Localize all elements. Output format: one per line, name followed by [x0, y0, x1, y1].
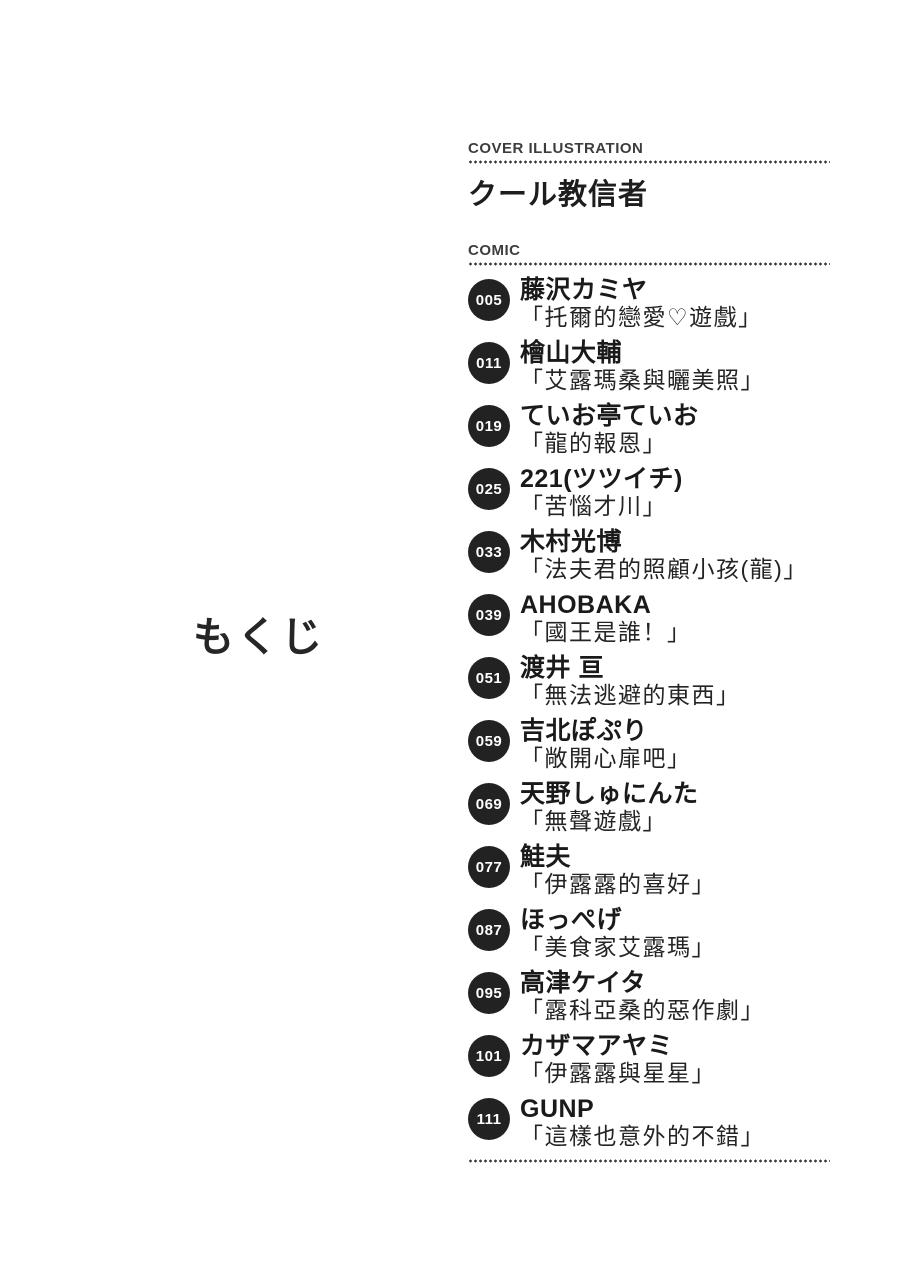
entry-text: ていお亭ていお 「龍的報恩」	[520, 402, 699, 457]
entry-author: 天野しゅにんた	[520, 780, 699, 808]
entry-author: ていお亭ていお	[520, 402, 699, 430]
entry-author: カザマアヤミ	[520, 1032, 674, 1060]
entry-text: ほっぺげ 「美食家艾露瑪」	[520, 906, 716, 961]
toc-entry: 095 高津ケイタ 「露科亞桑的惡作劇」	[468, 970, 830, 1023]
cover-artist-name: クール教信者	[468, 179, 649, 211]
entry-title: 「這樣也意外的不錯」	[520, 1123, 765, 1149]
toc-content: COVER ILLUSTRATION クール教信者 COMIC 005 藤沢カミ…	[468, 140, 830, 1163]
toc-entry: 069 天野しゅにんた 「無聲遊戲」	[468, 781, 830, 834]
entry-author: 檜山大輔	[520, 339, 623, 367]
entry-author: 藤沢カミヤ	[520, 276, 648, 304]
dotted-divider	[468, 262, 830, 266]
entry-title: 「露科亞桑的惡作劇」	[520, 997, 765, 1023]
entry-title: 「伊露露與星星」	[520, 1060, 716, 1086]
entry-text: 檜山大輔 「艾露瑪桑與曬美照」	[520, 339, 765, 394]
entry-author: AHOBAKA	[520, 591, 652, 619]
toc-entry: 005 藤沢カミヤ 「托爾的戀愛♡遊戲」	[468, 277, 830, 330]
entry-text: 天野しゅにんた 「無聲遊戲」	[520, 780, 699, 835]
entry-author: 木村光博	[520, 528, 623, 556]
entry-title: 「無聲遊戲」	[520, 808, 667, 834]
page-number-badge: 019	[468, 405, 510, 447]
entry-text: 木村光博 「法夫君的照顧小孩(龍)」	[520, 528, 808, 583]
entry-text: 高津ケイタ 「露科亞桑的惡作劇」	[520, 969, 765, 1024]
entry-title: 「苦惱才川」	[520, 493, 667, 519]
comic-entry-list: 005 藤沢カミヤ 「托爾的戀愛♡遊戲」 011 檜山大輔 「艾露瑪桑與曬美照」…	[468, 277, 830, 1149]
page-number-badge: 051	[468, 657, 510, 699]
entry-title: 「美食家艾露瑪」	[520, 934, 716, 960]
page-number-badge: 011	[468, 342, 510, 384]
toc-entry: 101 カザマアヤミ 「伊露露與星星」	[468, 1033, 830, 1086]
dotted-divider	[468, 160, 830, 164]
page-number-badge: 025	[468, 468, 510, 510]
toc-entry: 019 ていお亭ていお 「龍的報恩」	[468, 403, 830, 456]
entry-title: 「伊露露的喜好」	[520, 871, 716, 897]
page-number-badge: 039	[468, 594, 510, 636]
entry-text: 吉北ぽぷり 「敞開心扉吧」	[520, 717, 692, 772]
entry-title: 「國王是誰！」	[520, 619, 692, 645]
entry-text: 渡井 亘 「無法逃避的東西」	[520, 654, 741, 709]
toc-entry: 077 鮭夫 「伊露露的喜好」	[468, 844, 830, 897]
toc-entry: 025 221(ツツイチ) 「苦惱才川」	[468, 466, 830, 519]
entry-text: GUNP 「這樣也意外的不錯」	[520, 1095, 765, 1150]
page-number-badge: 005	[468, 279, 510, 321]
page-number-badge: 077	[468, 846, 510, 888]
page-number-badge: 069	[468, 783, 510, 825]
dotted-divider	[468, 1159, 830, 1163]
toc-entry: 051 渡井 亘 「無法逃避的東西」	[468, 655, 830, 708]
toc-entry: 039 AHOBAKA 「國王是誰！」	[468, 592, 830, 645]
entry-text: 鮭夫 「伊露露的喜好」	[520, 843, 716, 898]
comic-section-label: COMIC	[468, 242, 521, 259]
toc-entry: 033 木村光博 「法夫君的照顧小孩(龍)」	[468, 529, 830, 582]
toc-entry: 087 ほっぺげ 「美食家艾露瑪」	[468, 907, 830, 960]
entry-author: 高津ケイタ	[520, 969, 647, 997]
entry-title: 「法夫君的照顧小孩(龍)」	[520, 556, 808, 582]
page-title: もくじ	[193, 614, 325, 660]
entry-author: ほっぺげ	[520, 906, 623, 934]
entry-author: 鮭夫	[520, 843, 572, 871]
entry-text: カザマアヤミ 「伊露露與星星」	[520, 1032, 716, 1087]
page-number-badge: 101	[468, 1035, 510, 1077]
entry-text: 藤沢カミヤ 「托爾的戀愛♡遊戲」	[520, 276, 763, 331]
toc-entry: 011 檜山大輔 「艾露瑪桑與曬美照」	[468, 340, 830, 393]
page-number-badge: 033	[468, 531, 510, 573]
page-number-badge: 111	[468, 1098, 510, 1140]
page-number-badge: 059	[468, 720, 510, 762]
entry-title: 「敞開心扉吧」	[520, 745, 692, 771]
entry-author: 吉北ぽぷり	[520, 717, 648, 745]
entry-title: 「龍的報恩」	[520, 430, 667, 456]
entry-title: 「托爾的戀愛♡遊戲」	[520, 304, 763, 330]
entry-author: 221(ツツイチ)	[520, 465, 683, 493]
entry-text: 221(ツツイチ) 「苦惱才川」	[520, 465, 683, 520]
entry-author: 渡井 亘	[520, 654, 604, 682]
toc-entry: 111 GUNP 「這樣也意外的不錯」	[468, 1096, 830, 1149]
entry-title: 「艾露瑪桑與曬美照」	[520, 367, 765, 393]
toc-entry: 059 吉北ぽぷり 「敞開心扉吧」	[468, 718, 830, 771]
page-number-badge: 095	[468, 972, 510, 1014]
page-number-badge: 087	[468, 909, 510, 951]
entry-author: GUNP	[520, 1095, 595, 1123]
entry-title: 「無法逃避的東西」	[520, 682, 741, 708]
cover-illustration-label: COVER ILLUSTRATION	[468, 140, 644, 157]
entry-text: AHOBAKA 「國王是誰！」	[520, 591, 692, 646]
